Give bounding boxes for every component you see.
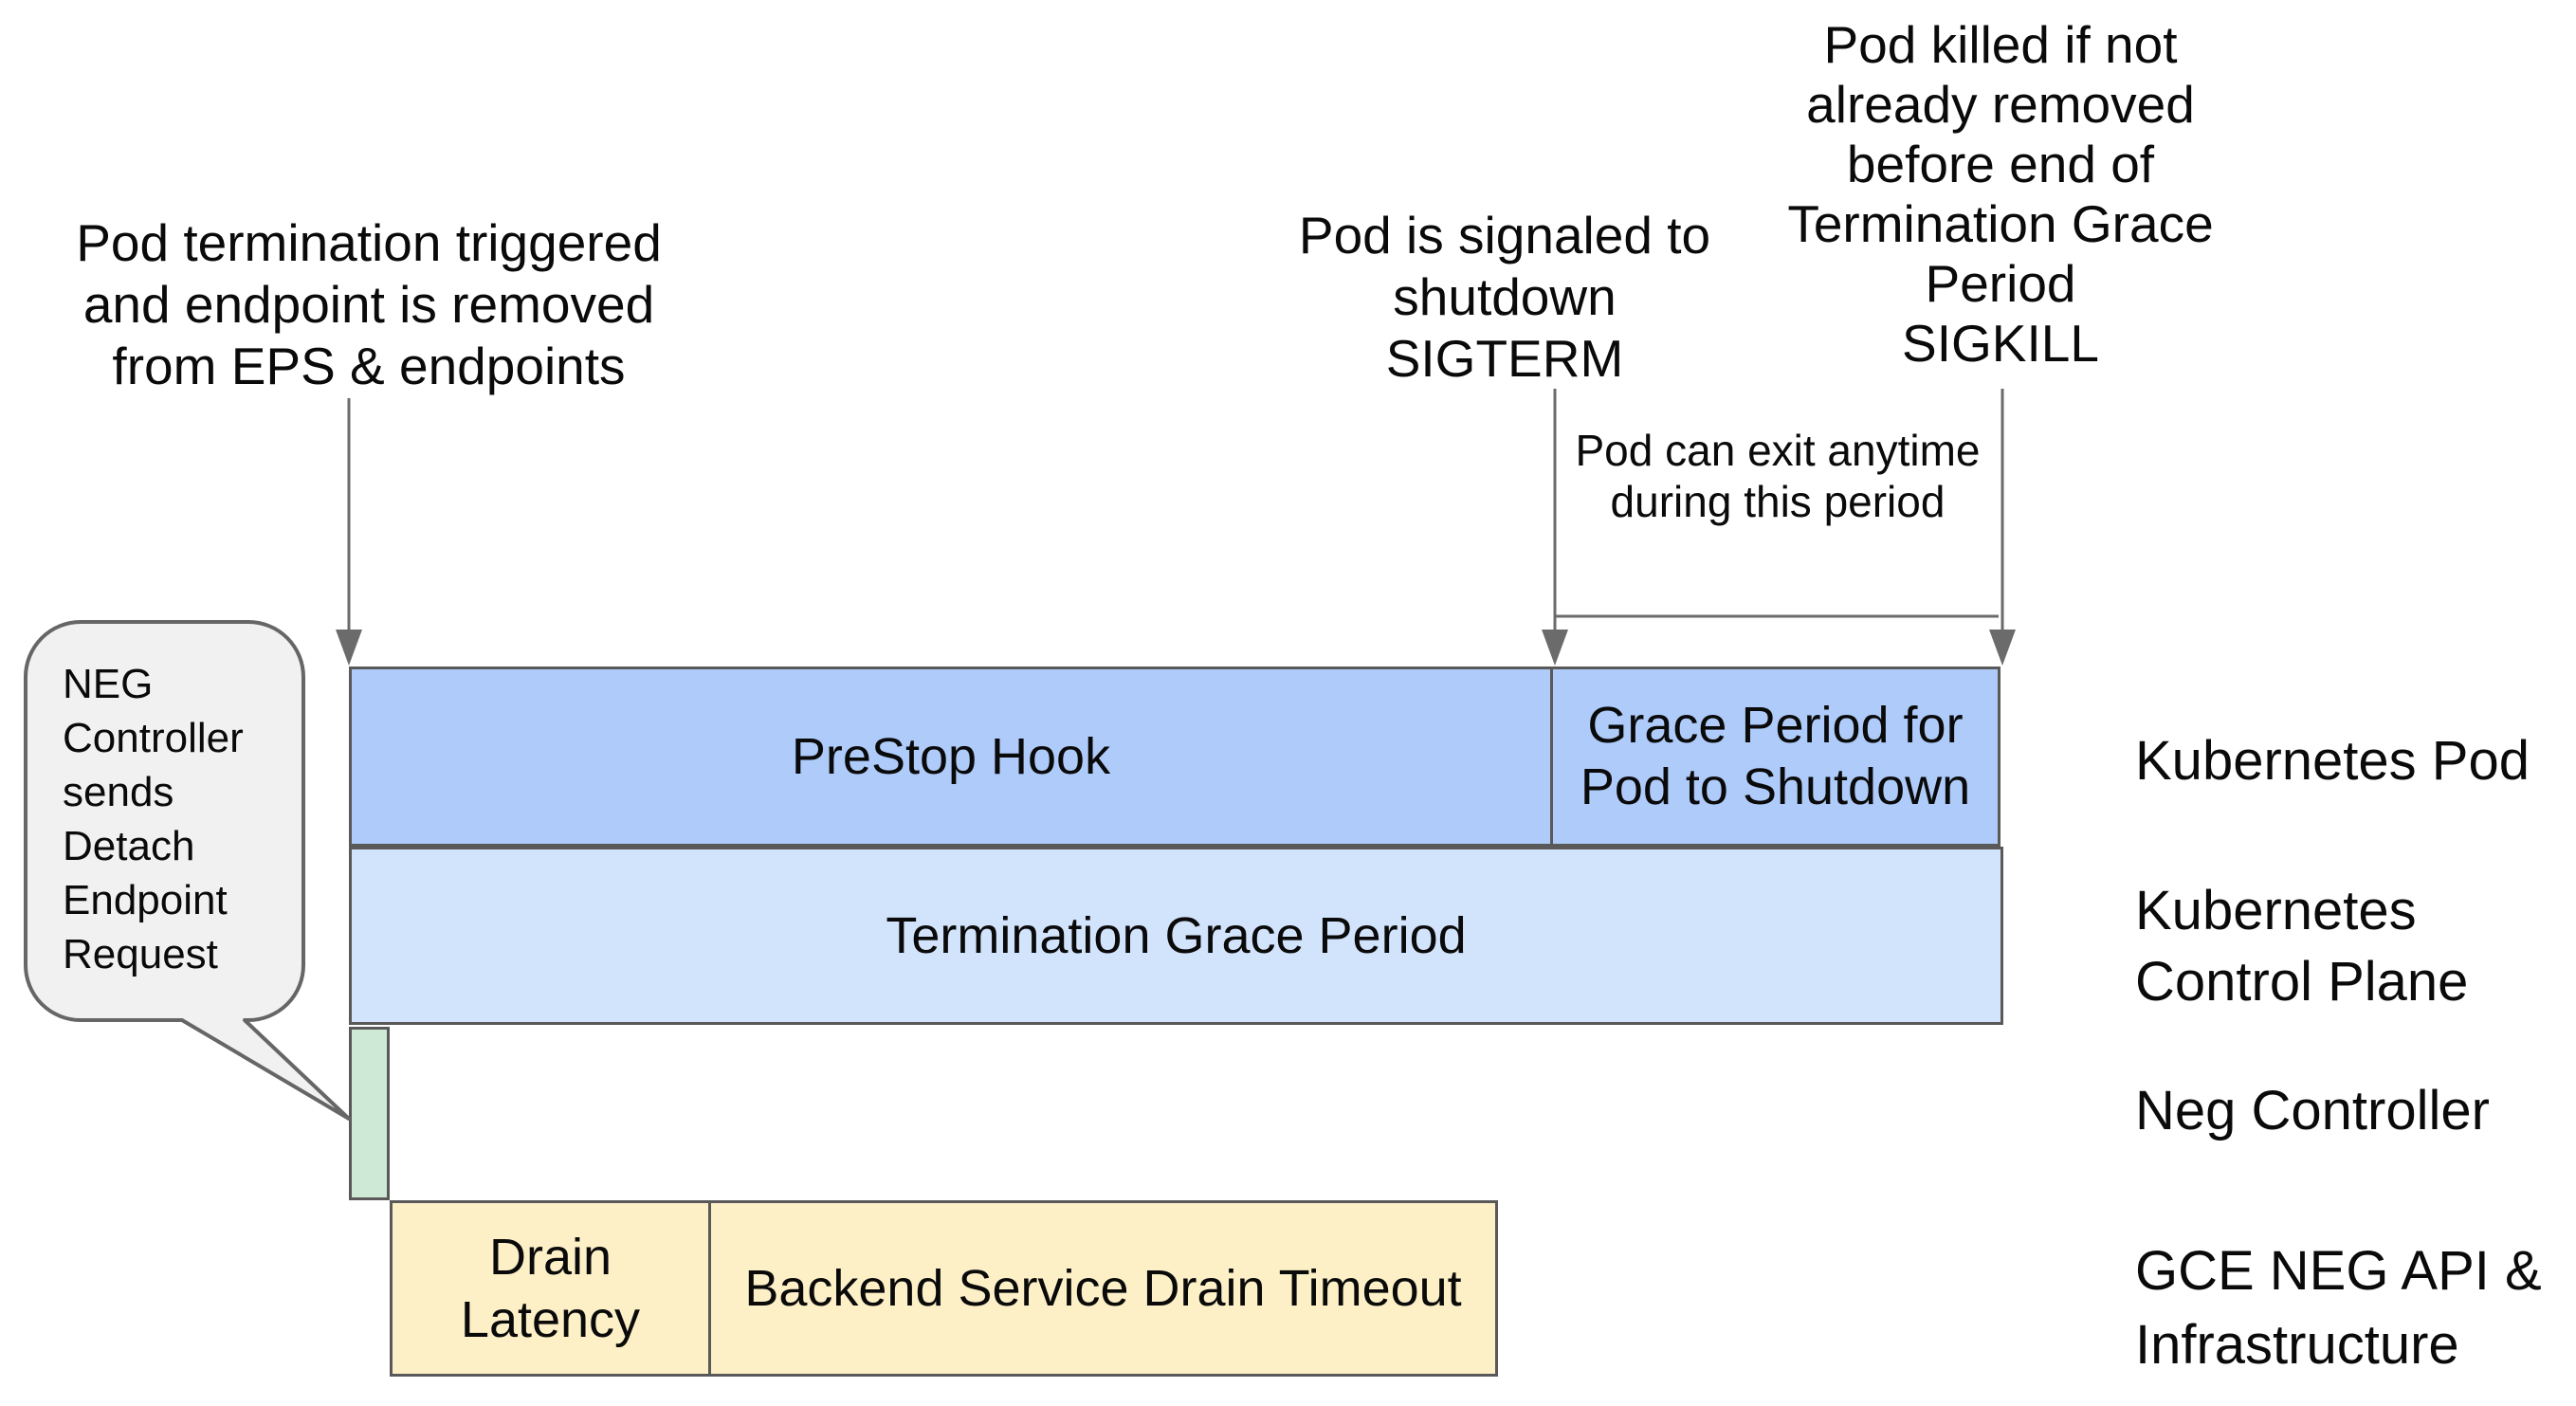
- sigkill-annotation: Pod killed if not already removed before…: [1787, 15, 2214, 373]
- gce-drain-bar-row: Drain Latency Backend Service Drain Time…: [390, 1200, 1501, 1377]
- sigterm-arrow-icon: [1542, 389, 1568, 666]
- speech-bubble-shape: [24, 620, 351, 1121]
- grace-period-bar: Grace Period for Pod to Shutdown: [1550, 666, 2001, 847]
- sigterm-annotation: Pod is signaled to shutdown SIGTERM: [1298, 206, 1711, 388]
- neg-detach-bar: [349, 1027, 390, 1200]
- kubernetes-pod-bar-row: PreStop Hook Grace Period for Pod to Shu…: [349, 666, 2003, 847]
- neg-controller-bubble-text: NEG Controller sends Detach Endpoint Req…: [63, 661, 244, 977]
- lane-label-gce-neg-api: GCE NEG API & Infrastructure: [2135, 1240, 2542, 1376]
- pod-termination-arrow-icon: [336, 398, 362, 666]
- pod-termination-annotation: Pod termination triggered and endpoint i…: [76, 213, 662, 395]
- lane-label-kubernetes-pod: Kubernetes Pod: [2135, 730, 2530, 792]
- termination-grace-period-bar: Termination Grace Period: [349, 847, 2003, 1025]
- lane-label-neg-controller: Neg Controller: [2135, 1080, 2490, 1141]
- exit-anytime-annotation: Pod can exit anytime during this period: [1575, 426, 1981, 526]
- backend-service-drain-timeout-bar: Backend Service Drain Timeout: [708, 1200, 1498, 1377]
- prestop-hook-bar: PreStop Hook: [349, 666, 1553, 847]
- lane-label-kubernetes-control-plane: Kubernetes Control Plane: [2135, 880, 2469, 1013]
- sigkill-arrow-icon: [1989, 389, 2016, 666]
- drain-latency-bar: Drain Latency: [390, 1200, 711, 1377]
